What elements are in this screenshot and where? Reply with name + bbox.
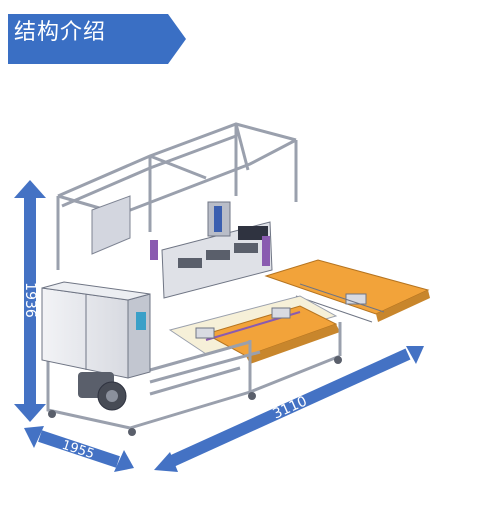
page-title: 结构介绍 — [14, 20, 107, 45]
dimension-label-depth: 1955 — [60, 438, 96, 462]
banner-arrow — [8, 14, 186, 64]
drive-motor — [78, 372, 127, 411]
gantry-carriage — [150, 201, 273, 299]
upper-frame — [56, 122, 298, 270]
header-banner: 结构介绍 — [0, 0, 479, 80]
dimension-label-height: 1936 — [22, 282, 38, 318]
dimension-label-length: 3110 — [270, 393, 309, 422]
dimension-arrow-length — [154, 346, 424, 472]
right-conveyor-table — [264, 259, 430, 323]
banner-shape — [8, 14, 186, 64]
casters — [48, 356, 342, 436]
base-frame — [46, 322, 342, 430]
electrical-cabinet — [41, 281, 151, 379]
main-conveyor — [168, 295, 340, 364]
dimension-arrow-height — [14, 180, 46, 422]
dimension-arrow-depth — [24, 426, 134, 472]
hanging-cabinet — [91, 195, 131, 255]
